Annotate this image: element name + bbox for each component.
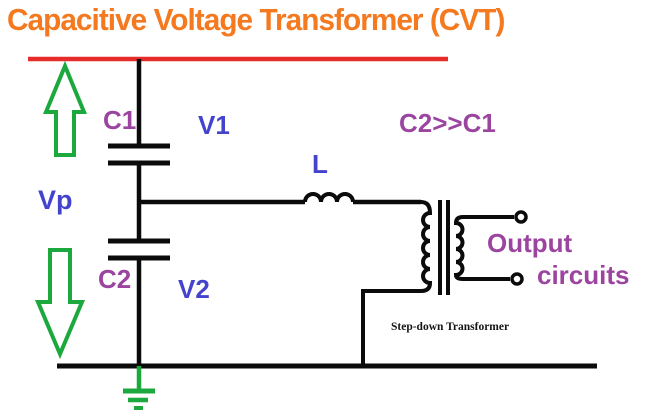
label-output-line2: circuits [537, 260, 630, 290]
label-c2: C2 [98, 264, 132, 294]
label-output-line1: Output [487, 228, 573, 258]
transformer-secondary [453, 215, 514, 281]
label-v2: V2 [178, 274, 210, 304]
capacitor-c2 [108, 238, 170, 261]
capacitor-c1 [108, 143, 170, 166]
output-terminal-top [514, 210, 528, 224]
inductor-coil [303, 192, 355, 203]
label-v1: V1 [198, 110, 230, 140]
page-title: Capacitive Voltage Transformer (CVT) [7, 2, 505, 37]
down-arrow-icon [34, 248, 86, 360]
transformer-primary [361, 200, 433, 366]
label-inductance: L [312, 149, 328, 179]
up-arrow-icon [43, 60, 87, 157]
ground-icon [123, 366, 155, 410]
label-relation: C2>>C1 [399, 108, 496, 138]
label-vp: Vp [38, 185, 73, 215]
label-c1: C1 [103, 105, 137, 135]
output-terminal-bottom [510, 272, 524, 286]
transformer-core [438, 200, 450, 295]
label-stepdown-transformer: Step-down Transformer [391, 321, 510, 333]
